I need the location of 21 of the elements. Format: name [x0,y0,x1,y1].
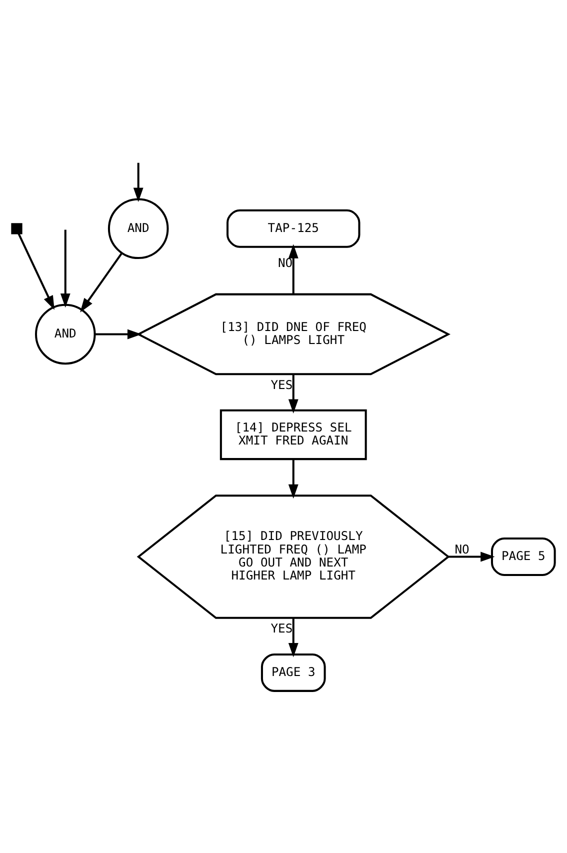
node-box: TAP-125 [226,209,360,248]
arrow [18,233,54,310]
node-box [11,223,22,234]
arrow [133,162,144,202]
edge-label: YES [270,622,293,636]
arrow [60,230,70,308]
arrow [288,618,298,658]
node-box: [14] DEPRESS SEL XMIT FRED AGAIN [220,409,367,460]
node-box: PAGE 3 [260,653,326,692]
edge-label: YES [270,378,293,392]
arrow [448,552,495,562]
node-circle: AND [34,304,96,365]
edge-label: NO [278,256,293,270]
arrow [288,374,298,414]
edge-label: NO [454,542,470,556]
arrow [94,329,142,340]
arrow [80,252,123,312]
arrow [288,244,298,294]
arrow [288,459,298,499]
node-box: PAGE 5 [490,538,556,576]
node-circle: AND [108,198,169,260]
